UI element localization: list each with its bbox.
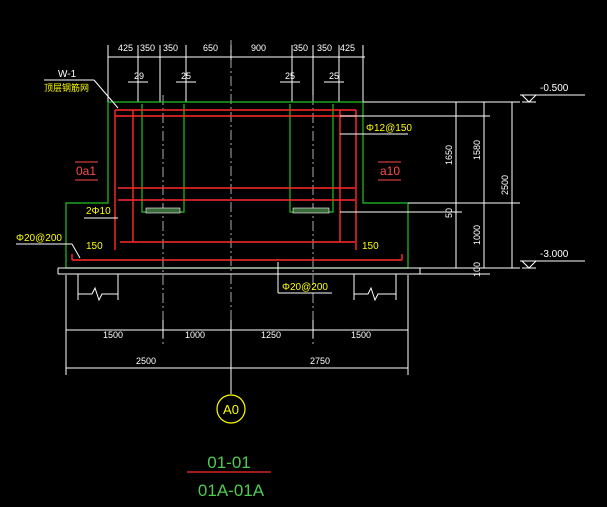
bottom-dim-3: 1250 — [261, 330, 281, 340]
axis-marker-label: A0 — [223, 402, 239, 417]
right-dim-100: 100 — [472, 262, 482, 277]
top-dim-2: 350 — [140, 43, 155, 53]
stirrup-gap-4: 25 — [329, 71, 339, 81]
elevation-marks: -0.500 -3.000 — [520, 83, 585, 269]
right-dim-1650: 1650 — [444, 145, 454, 165]
right-dim-2500: 2500 — [500, 175, 510, 195]
right-dim-1000: 1000 — [472, 225, 482, 245]
concrete-outline — [65, 101, 409, 269]
top-dimension-chain: 425 350 350 650 900 350 350 425 29 25 25… — [107, 43, 365, 102]
bottom-dim-4: 1500 — [351, 330, 371, 340]
w1-sub-label: 顶层钢筋网 — [44, 82, 89, 93]
stirrup-gap-3: 25 — [285, 71, 295, 81]
bottom-dim-total-1: 2500 — [136, 356, 156, 366]
rebar-150-left-label: 150 — [86, 241, 103, 252]
elevation-top: -0.500 — [540, 83, 569, 94]
rebar-2phi10-label: 2Φ10 — [86, 206, 111, 217]
elevation-bottom: -3.000 — [540, 249, 569, 260]
stirrup-gap-1: 29 — [134, 71, 144, 81]
right-dimension-chain: 1650 1580 50 2500 1000 100 — [340, 101, 520, 277]
top-dim-3: 350 — [163, 43, 178, 53]
right-dim-1580: 1580 — [472, 140, 482, 160]
axis-marker: A0 — [216, 375, 246, 424]
stirrup-gap-2: 25 — [181, 71, 191, 81]
top-dim-5: 900 — [251, 43, 266, 53]
ground-base — [57, 267, 421, 302]
section-title: 01-01 — [207, 453, 250, 472]
rebar-top-label: Φ12@150 — [366, 123, 412, 134]
top-dim-6: 350 — [293, 43, 308, 53]
rebar-phi20-left-label: Φ20@200 — [16, 233, 62, 244]
bottom-dim-2: 1000 — [185, 330, 205, 340]
top-dim-1: 425 — [118, 43, 133, 53]
rebar-150-right-label: 150 — [362, 241, 379, 252]
bottom-dim-total-2: 2750 — [310, 356, 330, 366]
top-dim-4: 650 — [203, 43, 218, 53]
bottom-dimension-chain: 1500 1000 1250 1500 2500 2750 — [65, 275, 409, 375]
rebar-phi20-bottom-label: Φ20@200 — [282, 282, 328, 293]
bottom-dim-1: 1500 — [103, 330, 123, 340]
left-section-tag: 0a1 — [76, 164, 96, 178]
top-dim-8: 425 — [340, 43, 355, 53]
right-section-tag: a10 — [380, 164, 400, 178]
right-dim-50: 50 — [444, 208, 454, 218]
rebar-layout — [71, 109, 403, 261]
annotations: W-1 顶层钢筋网 0a1 a10 Φ12@150 2Φ10 Φ20@200 1… — [16, 69, 412, 294]
pile-head-hatching — [145, 207, 330, 214]
section-title-block: 01-01 01A-01A — [187, 453, 271, 500]
w1-label: W-1 — [58, 69, 77, 80]
section-subtitle: 01A-01A — [198, 481, 265, 500]
top-dim-7: 350 — [317, 43, 332, 53]
